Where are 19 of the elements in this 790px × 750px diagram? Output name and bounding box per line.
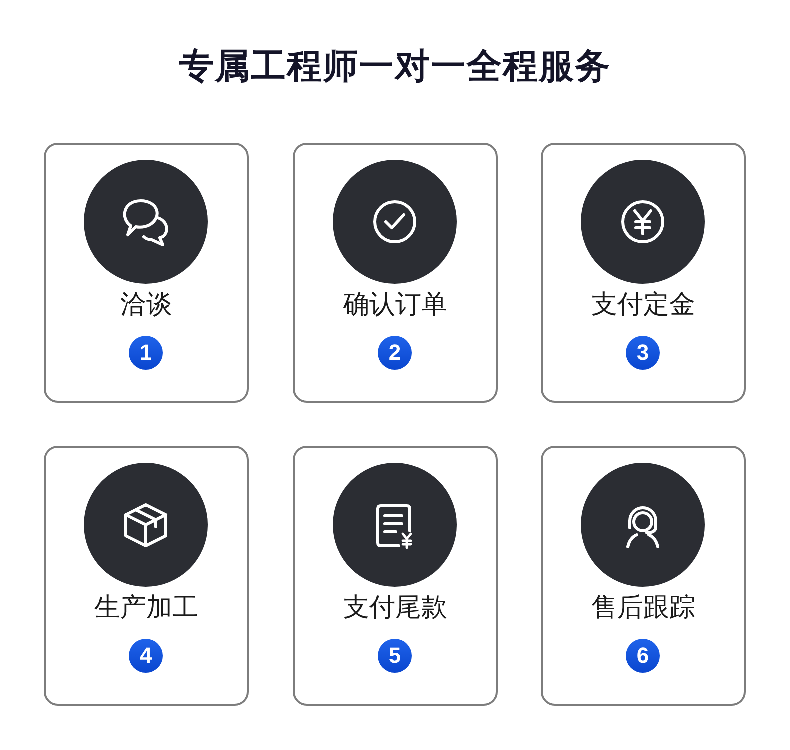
step-label: 洽谈 [120,289,172,321]
step-label: 确认订单 [344,289,448,321]
step-card [293,446,498,706]
step-card [293,143,498,403]
step-label: 支付尾款 [344,592,448,624]
step-card [541,143,746,403]
step-card [44,143,249,403]
number-badge: 6 [626,639,660,673]
step-label: 支付定金 [592,289,696,321]
step-card [44,446,249,706]
number-badge: 3 [626,336,660,370]
title: 专属工程师一对一全程服务 [179,46,611,89]
number-badge: 4 [129,639,163,673]
step-label: 生产加工 [94,592,198,624]
number-badge: 5 [378,639,412,673]
step-label: 售后跟踪 [592,592,696,624]
step-card [541,446,746,706]
number-badge: 2 [378,336,412,370]
number-badge: 1 [129,336,163,370]
